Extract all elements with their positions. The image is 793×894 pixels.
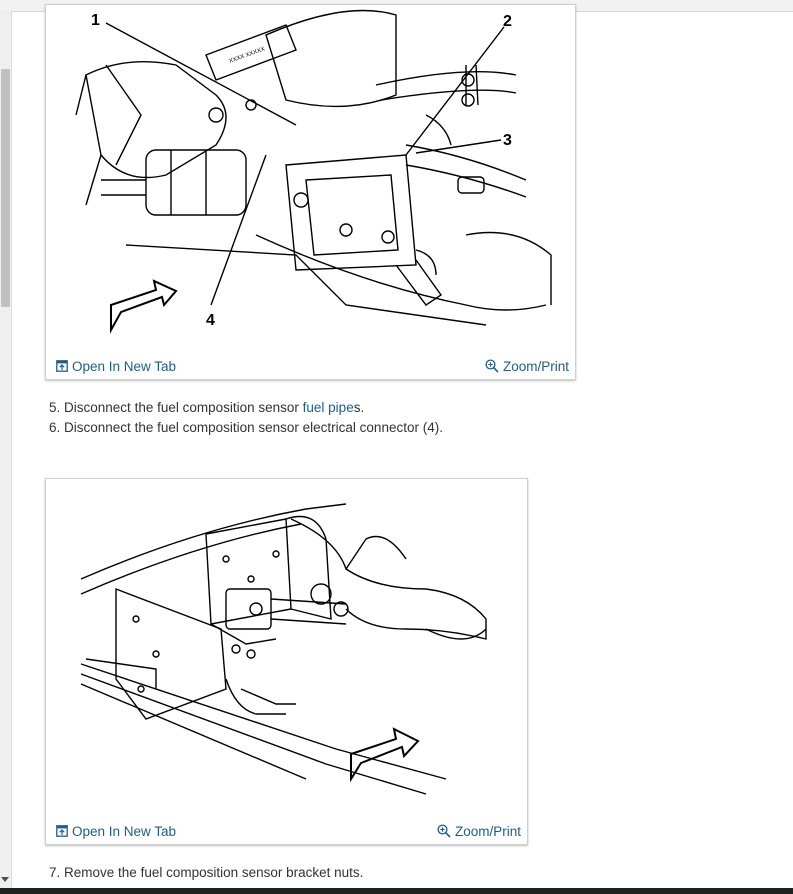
zoom-print-link[interactable]: Zoom/Print — [485, 359, 569, 374]
zoom-in-icon — [485, 359, 499, 373]
zoom-in-icon — [437, 824, 451, 838]
diagram-sensor-bracket — [80, 503, 487, 795]
zoom-print-label: Zoom/Print — [454, 823, 521, 839]
step-7: 7. Remove the fuel composition sensor br… — [49, 865, 364, 880]
open-in-new-tab-label: Open In New Tab — [72, 823, 177, 839]
scrollbar-thumb[interactable] — [1, 69, 10, 307]
figure-toolbar: Open In New Tab Zoom/Print — [46, 818, 527, 844]
open-in-new-tab-link[interactable]: Open In New Tab — [56, 824, 176, 839]
zoom-print-link[interactable]: Zoom/Print — [437, 824, 521, 839]
fuel-pipe-link[interactable]: fuel pipe — [302, 400, 354, 415]
figure-sensor-bracket: Open In New Tab Zoom/Print — [45, 478, 528, 845]
scrollbar-track[interactable] — [0, 11, 12, 888]
figure-fuel-sensor-connectors: XXXX XXXXX — [45, 4, 576, 380]
callout-1: 1 — [91, 12, 100, 29]
scroll-down-arrow-icon[interactable] — [1, 877, 9, 882]
callout-4: 4 — [206, 312, 215, 329]
bottom-edge-bar — [0, 888, 793, 894]
step-5: 5. Disconnect the fuel composition senso… — [49, 400, 365, 415]
svg-text:XXXX XXXXX: XXXX XXXXX — [228, 46, 265, 65]
figure-toolbar: Open In New Tab Zoom/Print — [46, 353, 575, 379]
open-in-new-tab-label: Open In New Tab — [72, 358, 177, 374]
step-6: 6. Disconnect the fuel composition senso… — [49, 420, 443, 435]
open-new-tab-icon — [56, 825, 68, 837]
zoom-print-label: Zoom/Print — [502, 358, 569, 374]
open-in-new-tab-link[interactable]: Open In New Tab — [56, 359, 176, 374]
callout-3: 3 — [503, 132, 512, 149]
callout-2: 2 — [503, 13, 512, 30]
open-new-tab-icon — [56, 360, 68, 372]
diagram-fuel-composition-sensor: XXXX XXXXX — [75, 9, 552, 334]
